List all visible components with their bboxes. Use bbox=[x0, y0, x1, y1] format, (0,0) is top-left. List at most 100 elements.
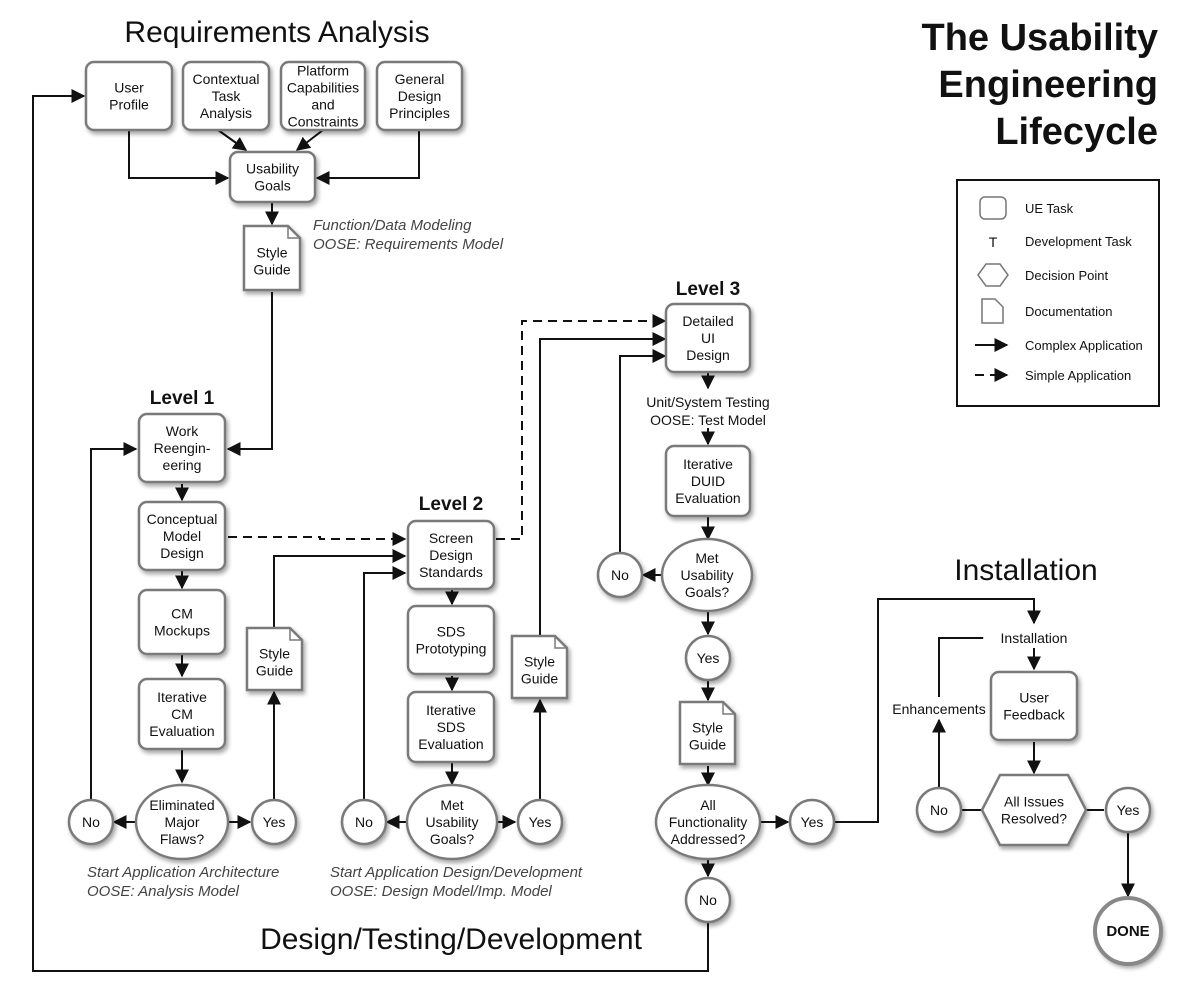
yes-l2-circle bbox=[516, 798, 564, 846]
node-yes-func: Yes bbox=[788, 798, 836, 846]
arrow-userprofile-to-goals bbox=[128, 131, 230, 185]
node-done: DONE bbox=[1093, 896, 1163, 966]
work-reeng-label-0: Work bbox=[166, 423, 199, 439]
arrow-platform-to-goals bbox=[295, 129, 324, 151]
node-no-func: No bbox=[684, 876, 732, 924]
elim-flaws-ellipse bbox=[134, 783, 230, 861]
note-design-model: OOSE: Design Model/Imp. Model bbox=[330, 883, 552, 900]
installation-node-label-0: Installation bbox=[1001, 630, 1068, 646]
legend-documentation-label: Documentation bbox=[1025, 304, 1112, 319]
yes-func-label-0: Yes bbox=[801, 814, 824, 830]
met-goals-l3-ellipse bbox=[660, 537, 754, 613]
contextual-task-label-0: Contextual bbox=[193, 71, 260, 87]
yes-inst-label-0: Yes bbox=[1117, 802, 1140, 818]
sds-proto-box bbox=[406, 604, 496, 676]
all-func-label-0: All bbox=[700, 797, 716, 813]
node-yes-l1: Yes bbox=[250, 798, 298, 846]
iter-cm-box bbox=[137, 677, 227, 751]
note-app-architecture: Start Application Architecture bbox=[87, 864, 279, 881]
section-title-installation: Installation bbox=[954, 554, 1097, 587]
screen-std-label-1: Design bbox=[429, 547, 473, 563]
met-goals-l2-label-0: Met bbox=[440, 797, 463, 813]
general-design-label-2: Principles bbox=[389, 105, 450, 121]
contextual-task-label-1: Task bbox=[212, 88, 242, 104]
legend: UE Task T Development Task Decision Poin… bbox=[956, 179, 1160, 407]
note-app-design: Start Application Design/Development bbox=[330, 864, 583, 881]
cm-mockups-label-0: CM bbox=[171, 606, 193, 622]
style-guide-l2-label-0: Style bbox=[524, 654, 555, 670]
no-inst-label-0: No bbox=[930, 802, 948, 818]
detailed-ui-label-2: Design bbox=[686, 347, 730, 363]
iter-cm-label-0: Iterative bbox=[157, 689, 207, 705]
arrow-contextual-to-goals bbox=[217, 129, 248, 151]
style-guide-l3-label-0: Style bbox=[692, 720, 723, 736]
no-l3-circle bbox=[596, 551, 644, 599]
enhancements-backing bbox=[888, 699, 990, 719]
no-inst-circle bbox=[915, 786, 963, 834]
legend-complex-label: Complex Application bbox=[1025, 338, 1143, 353]
met-goals-l3-label-1: Usability bbox=[681, 567, 734, 583]
arrow-no3-to-detailed bbox=[619, 349, 667, 553]
platform-box bbox=[279, 60, 367, 132]
node-enhancements: Enhancements bbox=[888, 699, 990, 719]
met-goals-l2-ellipse bbox=[405, 783, 499, 861]
style-guide-req-label-0: Style bbox=[256, 245, 287, 261]
cm-mockups-box bbox=[137, 588, 227, 656]
sds-proto-label-1: Prototyping bbox=[416, 641, 487, 657]
legend-decision-label: Decision Point bbox=[1025, 268, 1108, 283]
main-title-line-3: Lifecycle bbox=[995, 111, 1158, 153]
no-func-label-0: No bbox=[699, 892, 717, 908]
all-issues-label-1: Resolved? bbox=[1001, 811, 1067, 827]
iter-sds-label-1: SDS bbox=[437, 719, 466, 735]
note-test-model: OOSE: Test Model bbox=[650, 412, 766, 428]
style-guide-l1-doc bbox=[245, 626, 304, 692]
usability-goals-label-1: Goals bbox=[254, 178, 291, 194]
iter-sds-box bbox=[406, 690, 496, 764]
section-title-requirements: Requirements Analysis bbox=[124, 16, 429, 49]
platform-label-0: Platform bbox=[297, 63, 349, 79]
screen-std-box bbox=[406, 519, 496, 591]
iter-duid-label-1: DUID bbox=[691, 473, 725, 489]
dashed-cm-to-screen bbox=[228, 532, 407, 546]
note-requirements-model: OOSE: Requirements Model bbox=[313, 236, 504, 253]
node-no-l3: No bbox=[596, 551, 644, 599]
detailed-ui-label-1: UI bbox=[701, 330, 715, 346]
node-installation-node: Installation bbox=[983, 628, 1085, 648]
node-no-l2: No bbox=[340, 798, 388, 846]
user-feedback-label-0: User bbox=[1019, 690, 1049, 706]
contextual-task-label-2: Analysis bbox=[200, 105, 252, 121]
note-unit-testing: Unit/System Testing bbox=[646, 394, 769, 410]
section-title-design: Design/Testing/Development bbox=[260, 923, 643, 956]
style-guide-l2-fold bbox=[554, 636, 567, 649]
arrow-no-to-userprofile bbox=[32, 89, 709, 972]
general-design-label-0: General bbox=[395, 71, 445, 87]
no-l1-circle bbox=[67, 798, 115, 846]
arrow-enhancements-to-installation bbox=[938, 631, 998, 697]
usability-goals-label-0: Usability bbox=[246, 161, 299, 177]
yes-l1-label-0: Yes bbox=[263, 814, 286, 830]
arrow-styleguide-to-work bbox=[226, 292, 273, 456]
contextual-task-box bbox=[181, 60, 271, 132]
all-func-label-1: Functionality bbox=[669, 814, 748, 830]
node-no-inst: No bbox=[915, 786, 963, 834]
elim-flaws-label-1: Major bbox=[164, 814, 199, 830]
main-title-line-1: The Usability bbox=[922, 17, 1159, 59]
arrow-styleguide2-to-detailed bbox=[539, 332, 667, 636]
sds-proto-label-0: SDS bbox=[437, 624, 466, 640]
detailed-ui-label-0: Detailed bbox=[682, 313, 733, 329]
legend-dev-task-label: Development Task bbox=[1025, 234, 1132, 249]
all-issues-label-0: All Issues bbox=[1004, 794, 1064, 810]
